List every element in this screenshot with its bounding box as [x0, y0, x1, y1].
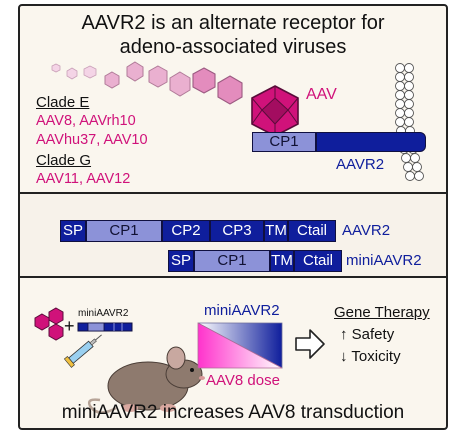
plasmid-label: miniAAVR2 — [78, 308, 129, 319]
virus-label: AAV — [306, 86, 337, 103]
title-line-1: AAVR2 is an alternate receptor for — [81, 12, 385, 34]
clade-e-serotypes-2: AAVhu37, AAV10 — [36, 132, 148, 148]
outline-arrow-icon — [295, 329, 325, 359]
clade-g-serotypes: AAV11, AAV12 — [36, 171, 131, 187]
syringe-icon — [63, 334, 102, 368]
medium-aav-particle-icon — [104, 61, 191, 97]
cell-membrane-icon — [395, 63, 424, 181]
middle-panel: SP CP1 CP2 CP3 TM Ctail AAVR2 SP CP1 TM … — [20, 194, 446, 276]
miniaavr2-ctail-domain: Ctail — [294, 250, 342, 272]
aavr2-tm-domain: TM — [264, 220, 288, 242]
dose-gradient-chart — [197, 322, 283, 369]
gradient-top-label: miniAAVR2 — [204, 302, 280, 319]
bottom-panel: + miniAAVR2 miniAAVR2 AAV8 dose Gene The… — [20, 278, 446, 428]
gradient-bottom-label: AAV8 dose — [206, 372, 280, 389]
outcome-safety-up: ↑ Safety — [340, 326, 395, 343]
miniaavr2-plasmid-icon — [77, 322, 133, 332]
clade-e-serotypes-1: AAV8, AAVrh10 — [36, 113, 136, 129]
miniaavr2-construct-label: miniAAVR2 — [346, 252, 422, 269]
aav-capsid-icon — [251, 85, 299, 137]
miniaavr2-tm-domain: TM — [270, 250, 294, 272]
large-aav-particle-icon — [192, 67, 243, 105]
aavr2-cp3-domain: CP3 — [210, 220, 264, 242]
divider-top — [20, 192, 446, 194]
aavr2-cp2-domain: CP2 — [162, 220, 210, 242]
conclusion-text: miniAAVR2 increases AAV8 transduction — [61, 402, 405, 423]
aavr2-ctail-domain: Ctail — [288, 220, 336, 242]
aav-cluster-icon — [34, 307, 64, 341]
receptor-label: AAVR2 — [336, 156, 385, 173]
outcome-safety: ↓ Toxicity — [340, 348, 401, 365]
mouse-icon — [87, 346, 205, 414]
aav-particle-trail — [51, 61, 424, 181]
aavr2-construct-label: AAVR2 — [342, 222, 391, 239]
plus-sign: + — [64, 316, 75, 336]
title-line-2: adeno-associated viruses — [119, 36, 347, 58]
top-panel: AAVR2 is an alternate receptor for adeno… — [20, 6, 446, 192]
clade-e-heading: Clade E — [36, 94, 90, 111]
aavr2-sp-domain: SP — [60, 220, 86, 242]
aavr2-cp1-domain: CP1 — [86, 220, 162, 242]
divider-bottom — [20, 276, 446, 278]
graphical-abstract: AAVR2 is an alternate receptor for adeno… — [18, 4, 448, 430]
miniaavr2-cp1-domain: CP1 — [194, 250, 270, 272]
receptor-stalk — [316, 132, 426, 152]
receptor-cp1-domain: CP1 — [252, 132, 316, 152]
outcome-heading: Gene Therapy — [334, 304, 430, 321]
small-aav-particle-icon — [51, 63, 97, 80]
miniaavr2-sp-domain: SP — [168, 250, 194, 272]
bottom-illustration — [34, 307, 325, 414]
clade-g-heading: Clade G — [36, 152, 92, 169]
